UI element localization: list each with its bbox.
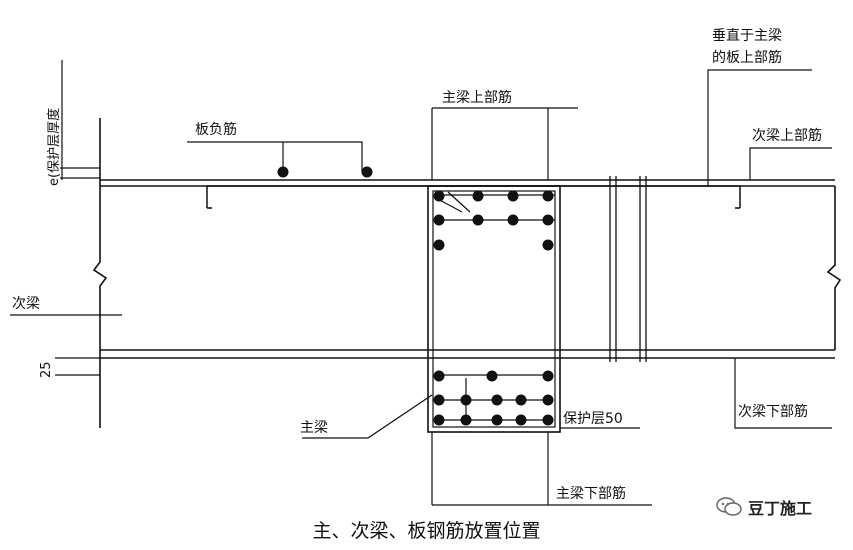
- slab-neg-bar-dot: [361, 166, 373, 178]
- label-main-beam-top-bar: 主梁上部筋: [442, 89, 512, 106]
- main-top-dot: [507, 214, 519, 226]
- label-main-beam: 主梁: [300, 420, 328, 436]
- main-top-dot: [472, 214, 484, 226]
- label-cover-thickness: e(保护层厚度: [46, 108, 62, 186]
- label-main-beam-bottom-bar: 主梁下部筋: [556, 485, 626, 502]
- hook-diag-2: [447, 191, 471, 213]
- main-top-dot: [433, 239, 445, 251]
- left-break-line: [92, 118, 108, 428]
- main-top-dot: [542, 214, 554, 226]
- main-top-dot: [433, 190, 445, 202]
- main-beam-stirrup-inner: [432, 190, 556, 428]
- main-beam-leader: [302, 394, 433, 439]
- slab-neg-bar-dot: [277, 166, 289, 178]
- label-slab-negative-bar: 板负筋: [195, 121, 237, 138]
- main-bot-dot: [491, 394, 503, 406]
- main-bot-dot: [433, 370, 445, 382]
- main-bot-dot: [486, 370, 498, 382]
- watermark-text: 豆丁施工: [748, 499, 813, 518]
- main-bot-dot: [542, 394, 554, 406]
- main-bot-dot: [515, 394, 527, 406]
- label-perp-slab-top-2: 的板上部筋: [712, 49, 782, 66]
- watermark: 豆丁施工: [716, 495, 812, 519]
- slab-neg-leader: [187, 141, 363, 172]
- label-dim-25: 25: [39, 361, 54, 378]
- main-bot-dot: [460, 394, 472, 406]
- main-bot-dot: [433, 394, 445, 406]
- label-secondary-beam-top-bar: 次梁上部筋: [752, 127, 822, 144]
- main-bot-dot: [542, 414, 554, 426]
- main-bot-dot: [542, 370, 554, 382]
- rebar-dots: [277, 166, 554, 426]
- main-top-dot: [472, 190, 484, 202]
- sec-top-leader: [749, 147, 832, 180]
- figure-caption: 主、次梁、板钢筋放置位置: [312, 520, 541, 542]
- main-bot-dot: [515, 414, 527, 426]
- main-top-dot: [542, 239, 554, 251]
- wechat-icon: [716, 497, 742, 517]
- label-perp-slab-top-1: 垂直于主梁: [712, 27, 782, 44]
- main-top-dot: [433, 214, 445, 226]
- sec-bot-leader: [734, 358, 832, 429]
- label-cover-50: 保护层50: [563, 411, 623, 427]
- right-break-line: [826, 186, 842, 350]
- main-top-dot: [507, 190, 519, 202]
- label-secondary-beam: 次梁: [12, 296, 40, 312]
- main-top-dot: [542, 190, 554, 202]
- main-bot-dot: [460, 414, 472, 426]
- main-bot-dot: [491, 414, 503, 426]
- main-bot-dot: [433, 414, 445, 426]
- label-secondary-beam-bottom-bar: 次梁下部筋: [738, 403, 808, 420]
- perp-slab-leader: [707, 69, 812, 186]
- main-beam-stirrup: [427, 185, 561, 433]
